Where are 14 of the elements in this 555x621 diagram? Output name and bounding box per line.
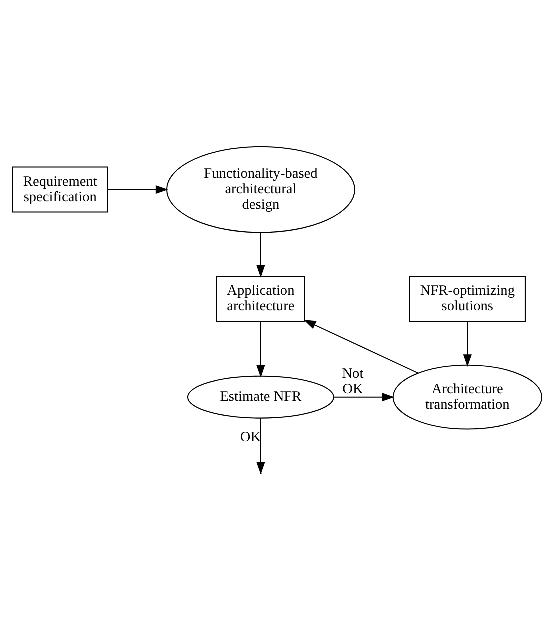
node-ellipse: Architecture transformation	[392, 364, 543, 430]
arrow	[108, 185, 168, 194]
node-ellipse: Estimate NFR	[187, 376, 334, 419]
arrow	[256, 322, 266, 378]
arrow	[256, 232, 266, 278]
edge-label: Not OK	[342, 366, 364, 398]
arrow	[463, 322, 472, 367]
node-box: Application architecture	[216, 276, 306, 322]
node-box: Requirement specification	[12, 166, 108, 213]
edge-label: OK	[240, 430, 262, 446]
node-ellipse: Functionality-based architectural design	[166, 146, 356, 234]
node-box: NFR-optimizing solutions	[409, 276, 526, 322]
arrow	[334, 393, 395, 402]
arrow	[304, 320, 419, 374]
